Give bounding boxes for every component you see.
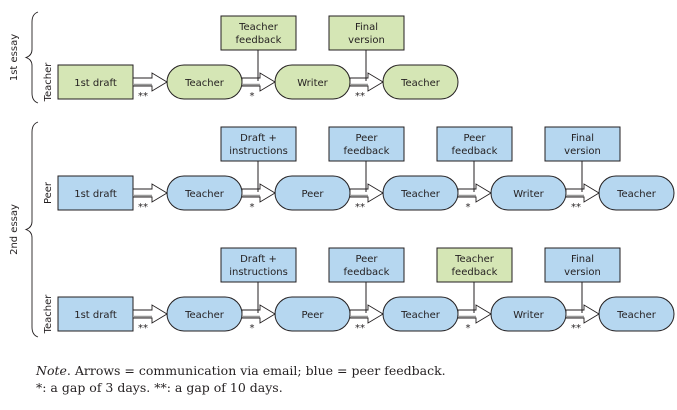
condition-label: Teacher xyxy=(43,294,54,335)
document-label: Final xyxy=(571,254,594,265)
document-label: feedback xyxy=(452,267,498,278)
document-box xyxy=(220,247,297,283)
gap-marker: ** xyxy=(355,202,365,213)
essay-label: 1st essay xyxy=(9,34,20,81)
document-label: Peer xyxy=(355,254,378,265)
start-draft-box xyxy=(57,296,134,332)
actor-node-label: Teacher xyxy=(184,189,225,200)
document-label: feedback xyxy=(236,35,282,46)
document-label: Peer xyxy=(463,133,486,144)
document-label: instructions xyxy=(229,267,288,278)
gap-marker: * xyxy=(466,202,471,213)
actor-node-label: Teacher xyxy=(400,310,441,321)
document-label: Teacher xyxy=(238,22,279,33)
document-label: Final xyxy=(355,22,378,33)
email-arrow xyxy=(132,72,168,92)
document-box xyxy=(220,126,297,162)
actor-node-label: Writer xyxy=(513,189,544,200)
gap-marker: ** xyxy=(355,323,365,334)
start-draft-box xyxy=(57,175,134,211)
gap-marker: ** xyxy=(138,202,148,213)
actor-node-label: Peer xyxy=(301,310,324,321)
email-arrow xyxy=(132,304,168,324)
essay-brace xyxy=(24,11,39,104)
email-arrow xyxy=(241,183,276,203)
document-label: Draft + xyxy=(240,254,277,265)
gap-marker: ** xyxy=(571,202,581,213)
actor-node-label: Teacher xyxy=(616,189,657,200)
actor-node-label: Writer xyxy=(297,78,328,89)
document-label: feedback xyxy=(344,267,390,278)
gap-marker: ** xyxy=(138,323,148,334)
document-label: feedback xyxy=(452,146,498,157)
essay-brace xyxy=(24,121,39,338)
actor-node-label: Peer xyxy=(301,189,324,200)
document-label: Final xyxy=(571,133,594,144)
note-lead: Note xyxy=(36,363,67,378)
document-label: Peer xyxy=(355,133,378,144)
actor-node-label: Writer xyxy=(513,310,544,321)
email-arrow xyxy=(565,304,600,324)
document-box xyxy=(328,15,405,51)
actor-node-label: Teacher xyxy=(184,78,225,89)
gap-marker: * xyxy=(250,202,255,213)
gap-marker: ** xyxy=(138,91,148,102)
email-arrow xyxy=(457,304,492,324)
email-arrow xyxy=(241,72,276,92)
start-draft-box xyxy=(57,64,134,100)
document-label: instructions xyxy=(229,146,288,157)
document-box xyxy=(544,247,621,283)
note-line-2: *: a gap of 3 days. **: a gap of 10 days… xyxy=(36,380,283,395)
essay-label: 2nd essay xyxy=(9,204,20,255)
actor-node-label: Teacher xyxy=(400,78,441,89)
document-label: feedback xyxy=(344,146,390,157)
email-arrow xyxy=(457,183,492,203)
note-line-1: Note. Arrows = communication via email; … xyxy=(36,362,446,379)
email-arrow xyxy=(349,183,384,203)
email-arrow xyxy=(241,304,276,324)
document-label: Teacher xyxy=(454,254,495,265)
actor-node-label: Teacher xyxy=(400,189,441,200)
document-label: Draft + xyxy=(240,133,277,144)
start-draft-label: 1st draft xyxy=(74,189,117,200)
document-box xyxy=(436,126,513,162)
gap-marker: * xyxy=(466,323,471,334)
figure-note: Note. Arrows = communication via email; … xyxy=(36,362,446,396)
document-box xyxy=(544,126,621,162)
document-label: version xyxy=(348,35,385,46)
actor-node-label: Teacher xyxy=(184,310,225,321)
email-arrow xyxy=(349,72,384,92)
start-draft-label: 1st draft xyxy=(74,78,117,89)
gap-marker: ** xyxy=(571,323,581,334)
note-text: . Arrows = communication via email; blue… xyxy=(66,363,446,378)
document-box xyxy=(328,126,405,162)
condition-label: Teacher xyxy=(43,62,54,103)
gap-marker: ** xyxy=(355,91,365,102)
email-arrow xyxy=(565,183,600,203)
actor-node-label: Teacher xyxy=(616,310,657,321)
condition-label: Peer xyxy=(43,181,54,204)
document-box xyxy=(220,15,297,51)
document-box xyxy=(328,247,405,283)
document-box xyxy=(436,247,513,283)
document-label: version xyxy=(564,267,601,278)
document-label: version xyxy=(564,146,601,157)
email-arrow xyxy=(349,304,384,324)
gap-marker: * xyxy=(250,323,255,334)
start-draft-label: 1st draft xyxy=(74,310,117,321)
gap-marker: * xyxy=(250,91,255,102)
email-arrow xyxy=(132,183,168,203)
